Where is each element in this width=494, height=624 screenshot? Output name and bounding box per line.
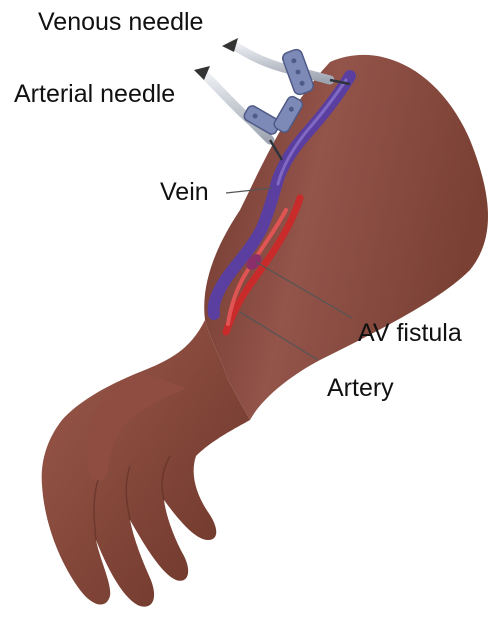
arterial-needle-label: Arterial needle bbox=[14, 82, 175, 107]
vein-label: Vein bbox=[160, 180, 209, 205]
artery-label: Artery bbox=[327, 376, 394, 401]
arterial-needle-tube bbox=[204, 74, 270, 140]
hand bbox=[42, 320, 250, 607]
venous-needle-label: Venous needle bbox=[38, 10, 203, 35]
venous-needle-tube bbox=[232, 44, 330, 80]
av-fistula-label: AV fistula bbox=[358, 321, 462, 346]
